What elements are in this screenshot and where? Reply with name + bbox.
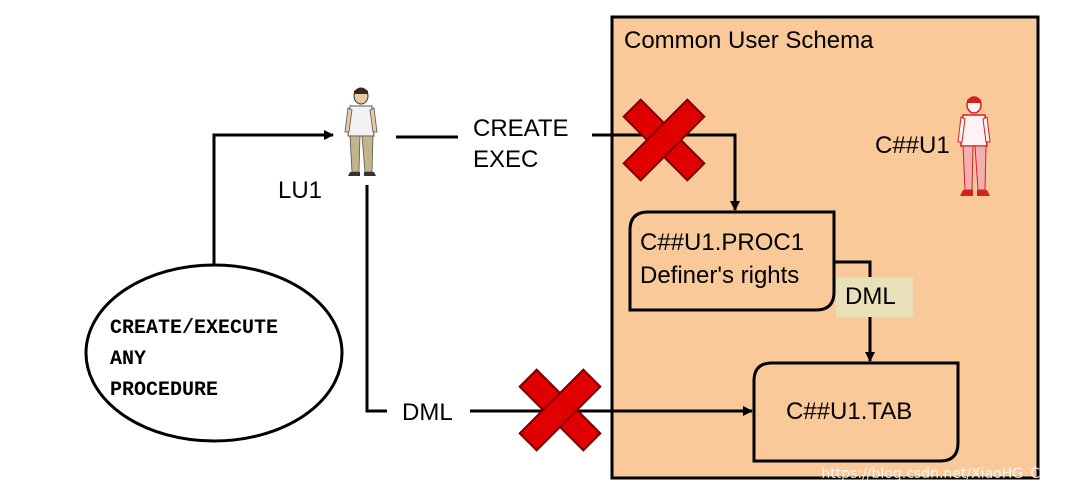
proc-dml-arrow [834,260,875,362]
lu1-dml-line [365,185,387,413]
table-box: C##U1.TAB [752,361,960,463]
dml-badge [836,277,913,317]
procedure-box: C##U1.PROC1 Definer's rights [628,210,836,312]
privilege-line-3: PROCEDURE [110,379,218,402]
grant-arrow [212,130,334,265]
lu1-label: LU1 [278,177,322,204]
dml-outer-label: DML [402,399,453,426]
procedure-name: C##U1.PROC1 [640,229,804,256]
create-exec-line-1: CREATE [473,115,569,142]
table-name: C##U1.TAB [786,398,912,425]
privilege-line-2: ANY [110,348,146,371]
person-icon [957,96,991,196]
common-user-label: C##U1 [875,132,950,159]
privilege-line-1: CREATE/EXECUTE [110,317,278,340]
dml-inner-label: DML [845,283,896,310]
create-exec-line-2: EXEC [473,146,538,173]
watermark: https://blog.csdn.net/XiaoHG_CSDN [821,466,1070,482]
deny-x-icon [622,98,706,182]
schema-title: Common User Schema [624,27,874,54]
privilege-ellipse: CREATE/EXECUTE ANY PROCEDURE [84,263,344,443]
deny-x-icon [518,368,602,452]
create-exec-arrow [592,133,740,211]
person-icon [344,87,378,176]
procedure-rights: Definer's rights [640,262,799,289]
